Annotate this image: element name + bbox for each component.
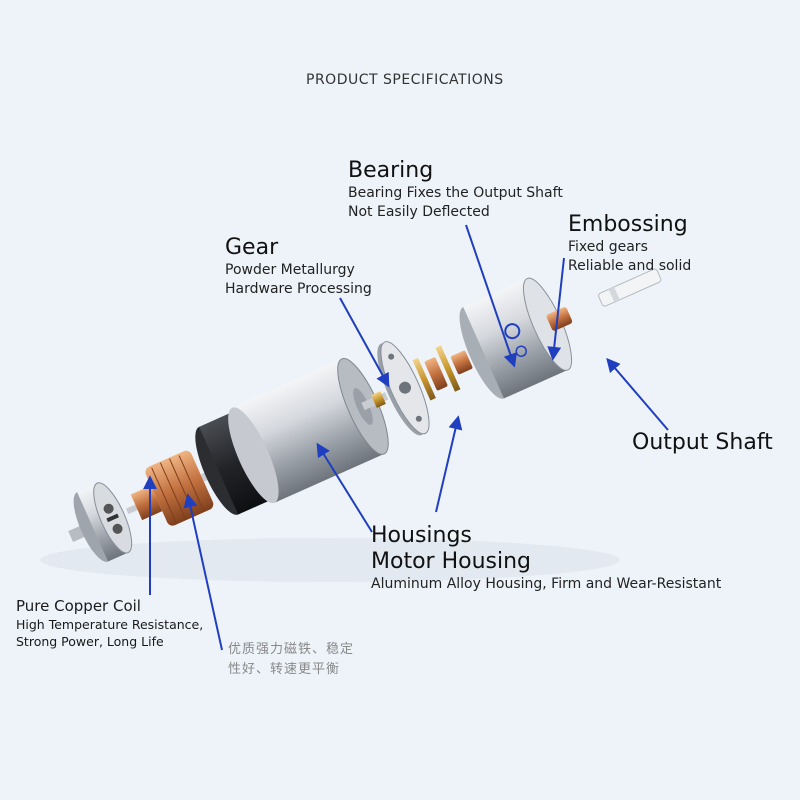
callout-copper-coil: Pure Copper Coil High Temperature Resist…	[16, 596, 203, 650]
callout-heading: Pure Copper Coil	[16, 597, 141, 615]
arrow-housings-gearbox	[435, 415, 463, 513]
callout-output-shaft: Output Shaft	[632, 430, 773, 456]
floor-shadow	[40, 538, 620, 582]
callout-line: Aluminum Alloy Housing, Firm and Wear-Re…	[371, 576, 722, 592]
callout-bearing: Bearing Bearing Fixes the Output Shaft N…	[348, 158, 563, 222]
page-title: PRODUCT SPECIFICATIONS	[306, 72, 504, 88]
gear-set	[412, 345, 473, 401]
callout-housings: Housings Motor Housing Aluminum Alloy Ho…	[371, 523, 721, 594]
end-cap	[68, 482, 133, 562]
mounting-plate	[377, 341, 430, 436]
callout-heading: Bearing	[348, 158, 434, 183]
callout-line: Reliable and solid	[568, 258, 692, 274]
callout-line: Strong Power, Long Life	[16, 634, 164, 649]
arrow-bearing	[465, 224, 517, 368]
callout-heading-secondary: Motor Housing	[371, 549, 531, 574]
gearbox-housing	[459, 277, 573, 399]
callout-embossing: Embossing Fixed gears Reliable and solid	[568, 212, 691, 276]
callout-line: Not Easily Deflected	[348, 204, 490, 220]
callout-line: Powder Metallurgy	[225, 262, 355, 278]
callout-line: Hardware Processing	[225, 281, 372, 297]
callout-magnet: 优质强力磁铁、稳定 性好、转速更平衡	[228, 640, 354, 680]
output-shaft-part	[598, 268, 662, 307]
arrow-gear	[339, 297, 390, 388]
motor-assembly	[68, 268, 662, 562]
callout-gear: Gear Powder Metallurgy Hardware Processi…	[225, 235, 372, 299]
callout-line: High Temperature Resistance,	[16, 617, 204, 632]
callout-line: 优质强力磁铁、稳定	[228, 642, 355, 657]
arrow-housings-motor	[316, 442, 373, 533]
callout-line: Fixed gears	[568, 239, 648, 255]
motor-housing	[228, 358, 389, 504]
callout-line: Bearing Fixes the Output Shaft	[348, 185, 563, 201]
callout-line: 性好、转速更平衡	[228, 662, 341, 677]
arrow-output-shaft	[606, 357, 669, 431]
callout-heading: Output Shaft	[632, 430, 773, 455]
arrow-magnet	[183, 493, 223, 651]
callout-heading: Embossing	[568, 212, 688, 237]
callout-heading: Housings	[371, 523, 472, 548]
callout-heading: Gear	[225, 235, 279, 260]
arrow-embossing	[547, 257, 565, 361]
